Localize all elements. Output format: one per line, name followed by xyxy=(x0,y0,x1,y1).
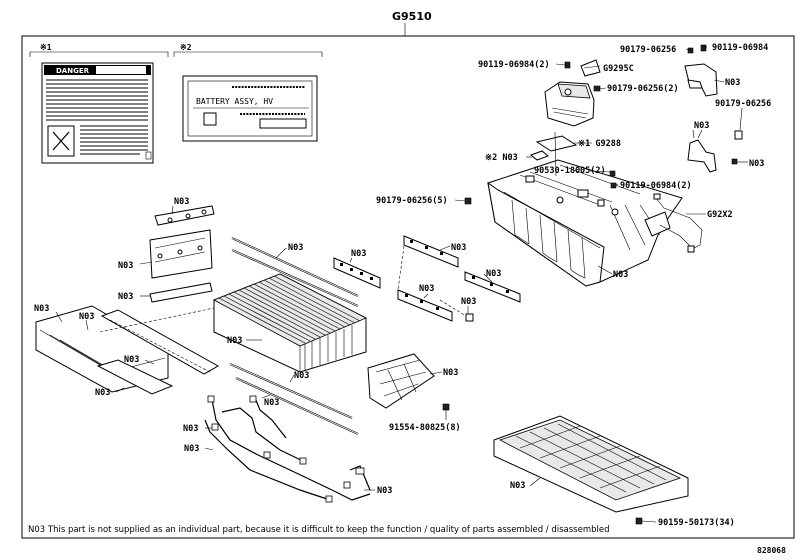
battery-assy-label: ※2 BATTERY ASSY, HV xyxy=(173,43,323,142)
callout-n03-end-plate: N03 xyxy=(34,304,49,314)
callout-n03-bracket-lower: N03 xyxy=(443,368,458,378)
bolt-icon xyxy=(610,182,617,189)
label1-danger: DANGER xyxy=(56,67,90,75)
clip-icon xyxy=(580,59,601,77)
bottom-tray xyxy=(493,415,689,513)
callout-91554-80825-8: 91554-80825(8) xyxy=(389,423,461,433)
callout-90119-06984-2b: 90119-06984(2) xyxy=(620,181,692,191)
callout-n03-tray: N03 xyxy=(613,270,628,280)
callout-90179-06256-2: 90179-06256(2) xyxy=(607,84,679,94)
battery-module-stack xyxy=(213,273,367,373)
end-cover xyxy=(96,359,174,395)
callout-n03-rod-top: N03 xyxy=(288,243,303,253)
junction-block xyxy=(544,81,595,127)
callout-n03-bar-mid1: N03 xyxy=(351,249,366,259)
callout-n03-small-plate: N03 xyxy=(118,292,133,302)
nut-icon xyxy=(593,85,601,92)
callout-90530-18005-2: 90530-18005(2) xyxy=(534,166,606,176)
bolt-icon xyxy=(635,517,643,525)
warning-label: ※1 DANGER xyxy=(29,43,169,164)
bolt-icon xyxy=(464,197,472,205)
callout-n03-wire-bolt: N03 xyxy=(749,159,764,169)
callout-n03-busbar: N03 xyxy=(124,355,139,365)
callout-n03-bracket: N03 xyxy=(725,78,740,88)
cable-g92x2 xyxy=(655,197,703,251)
nut-icon xyxy=(465,313,474,322)
callout-90179-06256-5: 90179-06256(5) xyxy=(376,196,448,206)
callout-g9295c: G9295C xyxy=(603,64,634,74)
callout-n03-rod-lower: N03 xyxy=(294,371,309,381)
callout-n03-bar-mid2: N03 xyxy=(451,243,466,253)
label1-marker: ※1 xyxy=(40,43,52,52)
callout-n03-top-plate: N03 xyxy=(174,197,189,207)
top-plate xyxy=(154,205,215,226)
bolt-icon xyxy=(609,170,616,177)
callout-90179-06256: 90179-06256 xyxy=(620,45,676,55)
wire-bracket xyxy=(687,129,743,173)
callout-g9288: ※1 G9288 xyxy=(578,139,621,149)
sticker-n03 xyxy=(530,150,549,161)
right-bracket xyxy=(684,44,718,97)
diagram-title: G9510 xyxy=(392,10,432,23)
bolt-icon xyxy=(564,61,571,69)
bus-bar-plate xyxy=(397,289,453,322)
upper-case xyxy=(487,159,683,287)
callout-n03-harness: N03 xyxy=(183,424,198,434)
bus-bar-plate xyxy=(464,271,521,303)
busbar-comb xyxy=(100,309,220,375)
callout-n03-harness-lower: N03 xyxy=(184,444,199,454)
callout-n03-modules: N03 xyxy=(227,336,242,346)
callout-n03-bar-lower1: N03 xyxy=(486,269,501,279)
callout-n03-harness-right: N03 xyxy=(377,486,392,496)
lower-bracket xyxy=(367,353,435,409)
callout-n03-wire: N03 xyxy=(694,121,709,131)
small-plate xyxy=(149,282,213,303)
callout-n03-label: ※2 N03 xyxy=(485,153,518,163)
wire-harness xyxy=(204,397,371,501)
callout-g92x2: G92X2 xyxy=(707,210,733,220)
callout-n03-left-plate: N03 xyxy=(118,261,133,271)
bolt-icon xyxy=(442,403,450,411)
label2-text: BATTERY ASSY, HV xyxy=(196,97,273,106)
bus-bar-plate xyxy=(403,235,459,268)
callout-n03-end-cover: N03 xyxy=(95,388,110,398)
diagram-frame xyxy=(21,35,795,539)
sticker-g9288 xyxy=(535,135,578,152)
reference-code: 828068 xyxy=(757,546,786,555)
callout-n03-rod-lower2: N03 xyxy=(264,398,279,408)
callout-n03-bar-lower2: N03 xyxy=(419,284,434,294)
label2-marker: ※2 xyxy=(180,43,192,52)
bus-bar-plate xyxy=(333,257,381,289)
footer-note: N03 This part is not supplied as an indi… xyxy=(28,525,610,535)
callout-n03-bottom-tray: N03 xyxy=(510,481,525,491)
callout-n03-nut: N03 xyxy=(461,297,476,307)
callout-90179-06256-right: 90179-06256 xyxy=(715,99,771,109)
callout-90119-06984: 90119-06984 xyxy=(712,43,768,53)
callout-90159-50173-34: 90159-50173(34) xyxy=(658,518,735,528)
callout-n03-bolt-left: N03 xyxy=(79,312,94,322)
callout-90119-06984-2: 90119-06984(2) xyxy=(478,60,550,70)
left-plate xyxy=(149,229,213,279)
